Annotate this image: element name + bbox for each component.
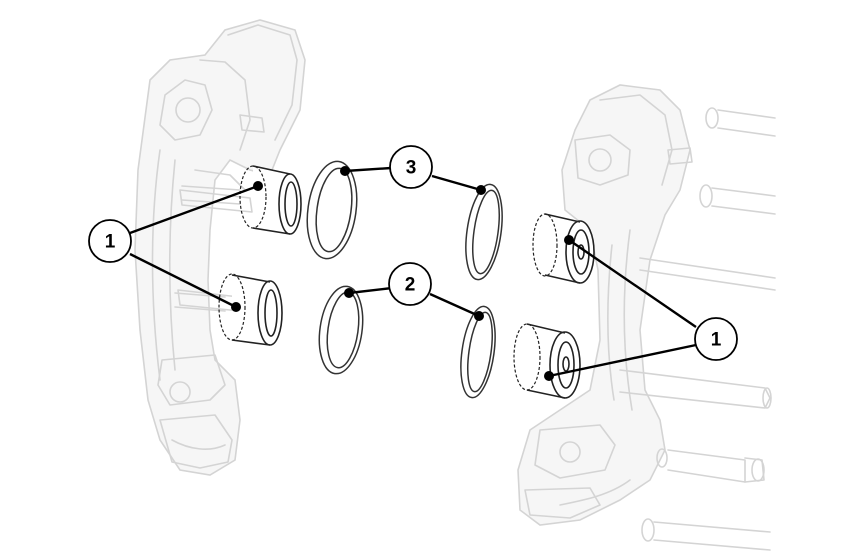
bolt-lower-2 <box>656 448 765 483</box>
seal-ring-upper-left <box>306 160 358 260</box>
callout-3-label: 3 <box>406 158 417 179</box>
piston-right-lower <box>513 323 581 399</box>
right-caliper-housing <box>517 84 693 526</box>
piston-left-lower <box>218 273 283 346</box>
leader-lines <box>129 166 697 378</box>
callout-1-left-label: 1 <box>105 232 116 253</box>
bolt-upper-1 <box>705 107 776 137</box>
seal-ring-upper-right <box>465 183 503 281</box>
callout-1-right: 1 <box>694 317 738 361</box>
callout-1-right-label: 1 <box>711 330 722 351</box>
callout-2: 2 <box>388 262 432 306</box>
left-caliper-housing <box>134 19 306 476</box>
callout-1-left: 1 <box>88 219 132 263</box>
bolt-bottom <box>641 518 771 551</box>
callout-2-label: 2 <box>405 275 416 296</box>
bolt-upper-2 <box>699 184 776 215</box>
piston-right-upper <box>532 213 595 284</box>
dust-seal-lower-right <box>460 305 496 399</box>
piston-left-upper <box>239 165 302 235</box>
callout-3: 3 <box>389 145 433 189</box>
pin-middle <box>639 257 776 291</box>
bolt-lower-1 <box>619 369 772 409</box>
leader-dots <box>231 166 574 381</box>
dust-seal-lower-left <box>318 285 364 375</box>
